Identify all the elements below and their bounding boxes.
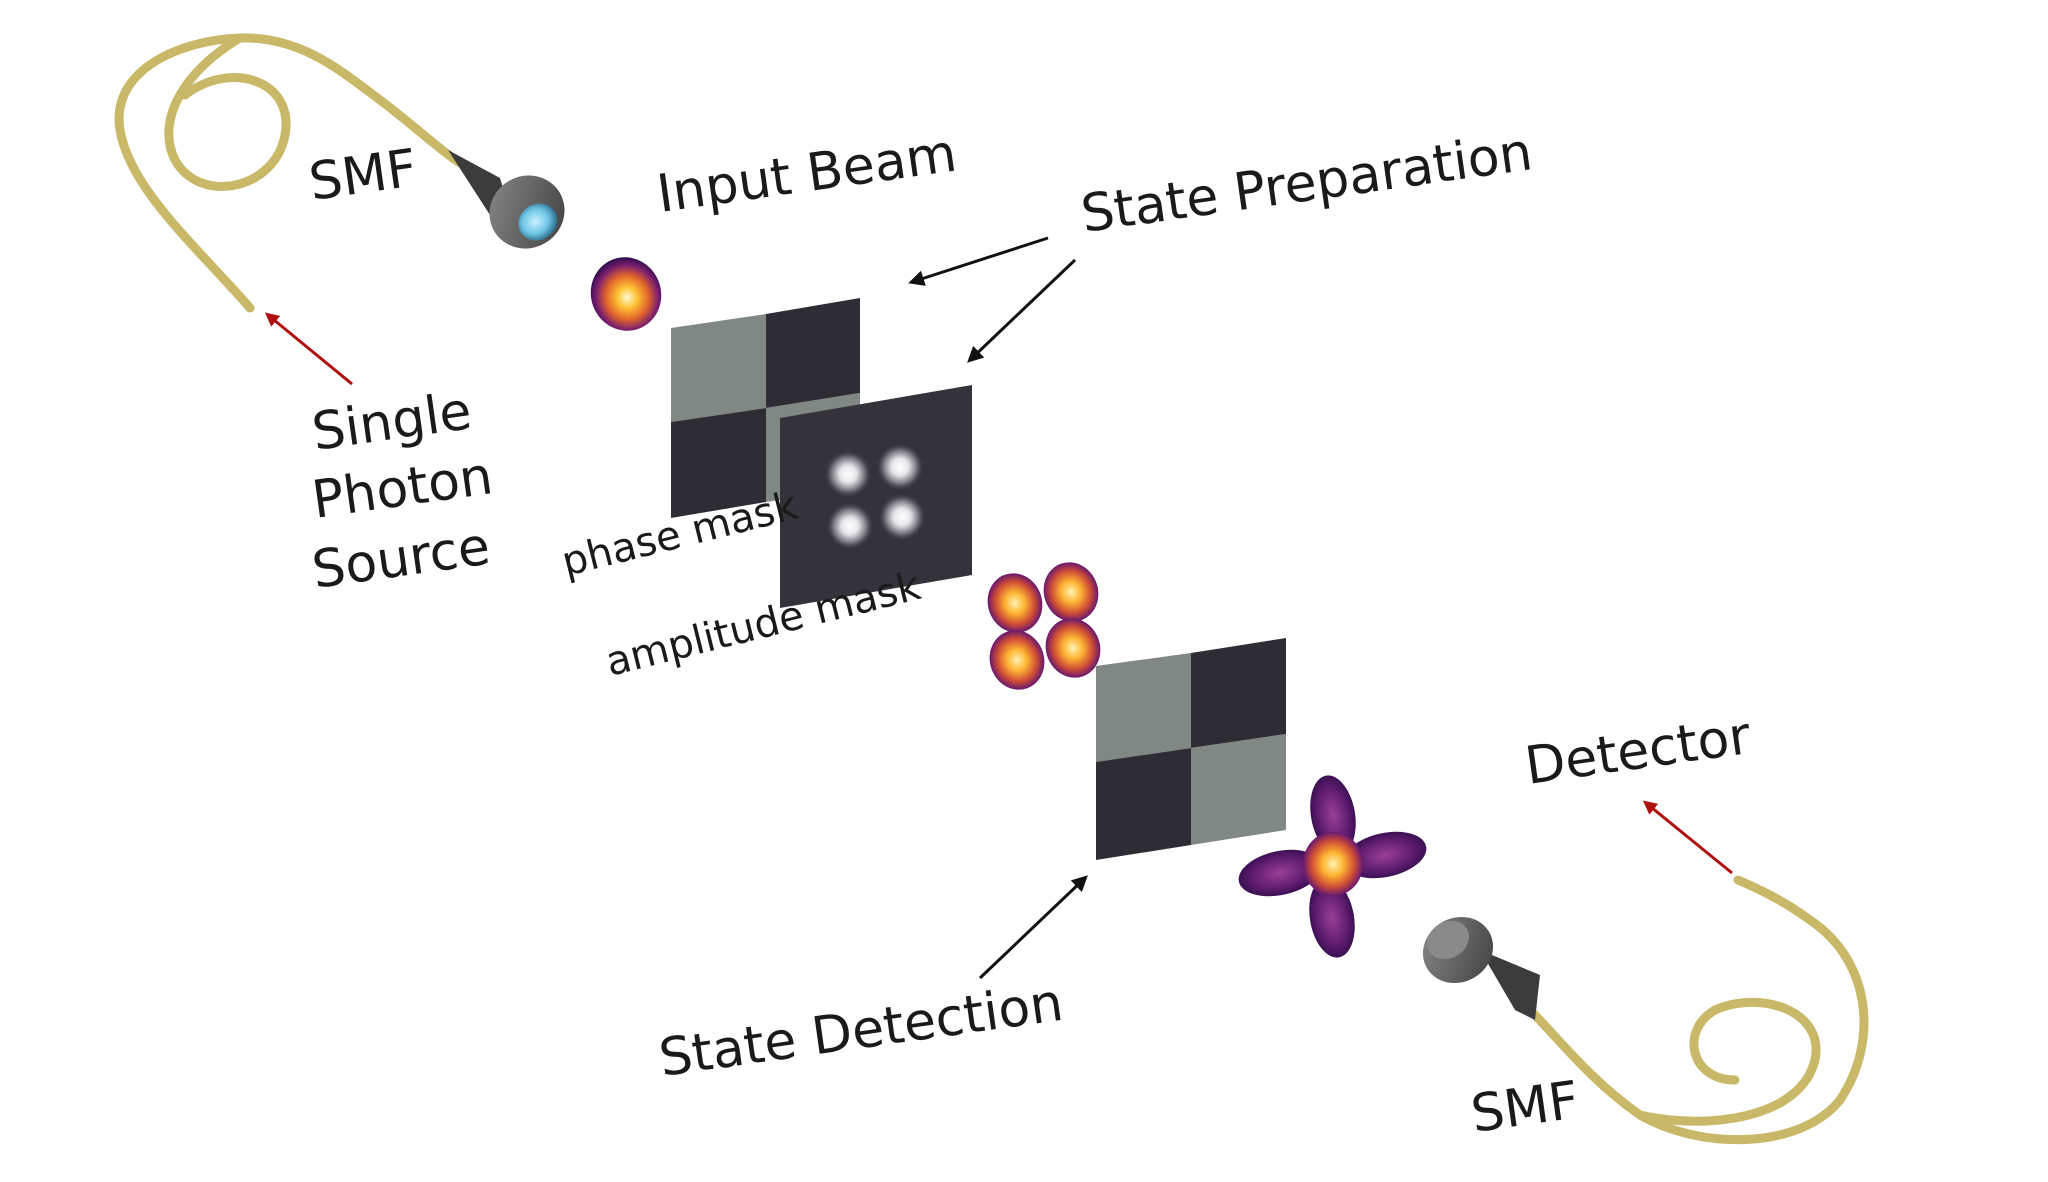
prepared-state-pattern (987, 562, 1101, 690)
fiber-top (114, 33, 475, 313)
source-label-source: Source (308, 517, 493, 601)
prep-arrow-amplitude (967, 258, 1077, 363)
state-detection-label: State Detection (655, 973, 1066, 1089)
fiber-bottom (1525, 875, 1869, 1145)
state-preparation-label: State Preparation (1077, 122, 1536, 245)
detection-mask (1096, 638, 1286, 860)
fiber-connector-top (448, 150, 565, 249)
detected-state-pattern (1238, 775, 1427, 958)
source-arrow (264, 312, 353, 386)
detector-arrow (1642, 800, 1733, 875)
smf-label-bottom: SMF (1467, 1070, 1582, 1144)
detection-arrow (978, 875, 1088, 980)
input-beam-label: Input Beam (653, 124, 960, 225)
detector-label: Detector (1521, 706, 1754, 797)
input-beam-spot (590, 257, 662, 331)
prep-arrow-phase (908, 236, 1049, 286)
amplitude-mask (780, 385, 972, 608)
smf-label-top: SMF (305, 138, 420, 212)
amplitude-mask-label: amplitude mask (601, 563, 926, 686)
fiber-connector-bottom (1422, 916, 1540, 1020)
